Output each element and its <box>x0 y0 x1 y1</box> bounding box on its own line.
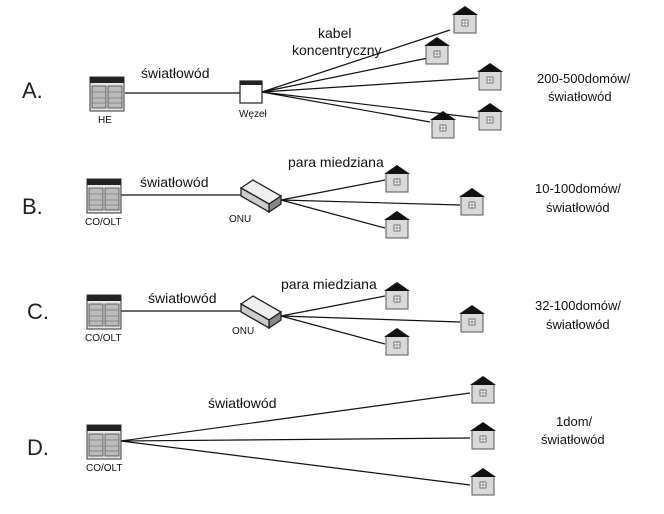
row-d-fiber-1 <box>120 392 471 442</box>
row-a: A. HE Węzeł światłowód kabel koncentrycz… <box>22 5 631 139</box>
row-d: D. CO/OLT światłowód 1dom/ światłowód <box>27 375 605 496</box>
row-d-info-line2: światłowód <box>541 432 605 447</box>
house-icon <box>469 467 497 496</box>
row-b-info-line1: 10-100domów/ <box>535 181 621 196</box>
row-d-olt-icon <box>86 424 122 460</box>
row-b-letter: B. <box>22 194 43 219</box>
house-icon <box>458 304 486 333</box>
row-a-drop-label-line2: koncentryczny <box>292 42 381 58</box>
house-icon <box>476 62 504 91</box>
house-icon <box>469 421 497 450</box>
row-c-node-label: ONU <box>232 326 254 337</box>
row-c-source-label: CO/OLT <box>85 333 121 344</box>
row-a-source-label: HE <box>98 115 112 126</box>
house-icon <box>383 210 411 239</box>
row-c-copper-2 <box>280 315 461 323</box>
row-d-fiber-3 <box>120 440 471 486</box>
row-b-copper-1 <box>280 179 386 201</box>
row-a-info-line2: światłowód <box>548 89 612 104</box>
row-d-fiber-2 <box>120 437 471 442</box>
row-b-info-line2: światłowód <box>546 200 610 215</box>
row-a-cable-1 <box>261 29 451 93</box>
row-b-drop-label: para miedziana <box>288 154 384 170</box>
row-c-link-label: światłowód <box>148 290 216 306</box>
row-c-letter: C. <box>27 299 49 324</box>
row-b-copper-3 <box>280 199 386 229</box>
row-c-copper-1 <box>280 295 386 317</box>
house-icon <box>383 327 411 356</box>
row-a-link-label: światłowód <box>141 65 209 81</box>
house-icon <box>451 5 479 34</box>
row-a-headend-icon <box>89 76 125 112</box>
row-a-node-label: Węzeł <box>239 109 268 120</box>
row-d-link-label: światłowód <box>208 395 276 411</box>
row-a-info-line1: 200-500domów/ <box>537 71 631 86</box>
row-b-link-label: światłowód <box>140 174 208 190</box>
row-c: C. CO/OLT ONU światłowód para miedziana … <box>27 276 621 356</box>
row-c-olt-icon <box>86 294 122 330</box>
row-a-cable-2 <box>261 57 429 93</box>
row-d-info-line1: 1dom/ <box>556 414 593 429</box>
row-c-copper-3 <box>280 315 386 345</box>
house-icon <box>383 281 411 310</box>
row-c-info-line1: 32-100domów/ <box>535 298 621 313</box>
row-a-cable-5 <box>261 91 431 123</box>
row-b: B. CO/OLT ONU światłowód para miedziana … <box>22 154 621 239</box>
row-d-letter: D. <box>27 435 49 460</box>
row-d-source-label: CO/OLT <box>86 463 122 474</box>
row-a-cable-3 <box>261 77 479 93</box>
row-b-source-label: CO/OLT <box>85 217 121 228</box>
row-c-drop-label: para miedziana <box>281 276 377 292</box>
row-c-info-line2: światłowód <box>546 317 610 332</box>
house-icon <box>458 187 486 216</box>
house-icon <box>383 164 411 193</box>
row-b-olt-icon <box>86 178 122 214</box>
row-b-copper-2 <box>280 199 461 206</box>
row-a-drop-label-line1: kabel <box>318 25 351 41</box>
row-a-node-icon <box>239 80 263 104</box>
house-icon <box>423 36 451 65</box>
house-icon <box>469 375 497 404</box>
row-a-letter: A. <box>22 78 43 103</box>
row-c-onu-icon <box>240 295 282 329</box>
row-b-node-label: ONU <box>229 214 251 225</box>
house-icon <box>476 102 504 131</box>
row-b-onu-icon <box>240 179 282 213</box>
